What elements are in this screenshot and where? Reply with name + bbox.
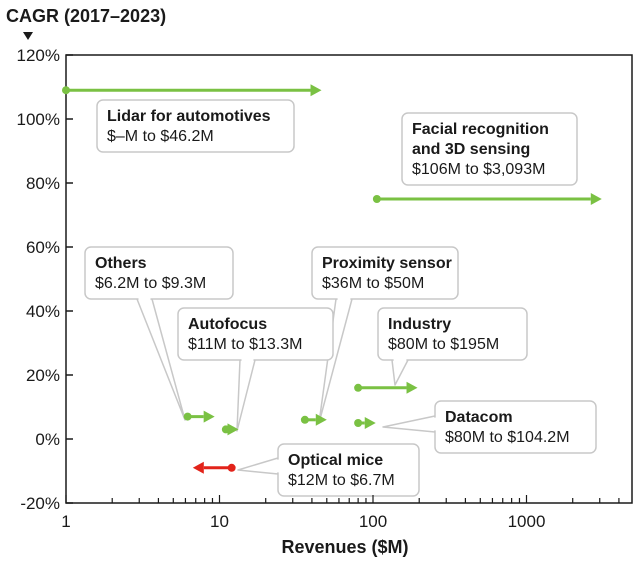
arrow-start-point — [354, 419, 363, 427]
arrow-facial-recognition-and-3d-sensing — [372, 193, 602, 205]
callout-title: Facial recognition — [412, 121, 549, 138]
callout-range: $36M to $50M — [322, 275, 424, 292]
y-tick-label: 40% — [26, 302, 60, 321]
callout-datacom: Datacom $80M to $104.2M — [433, 400, 597, 454]
callout-range: $6.2M to $9.3M — [95, 275, 206, 292]
callout-others: Others $6.2M to $9.3M — [84, 246, 234, 301]
callout-leader-datacom — [382, 415, 436, 433]
arrow-lidar-for-automotives — [62, 84, 322, 97]
arrow-start-point — [183, 412, 192, 421]
axes: -20% 0% 20% 40% 60% 80% 100% 120% 1 10 100 1000 — [17, 46, 633, 531]
arrow-start-point — [372, 195, 381, 203]
y-tick-label: 0% — [35, 430, 60, 449]
y-tick-label: 80% — [26, 174, 60, 193]
arrow-datacom — [354, 417, 376, 429]
callout-range: $11M to $13.3M — [188, 336, 302, 353]
callout-title: Proximity sensor — [322, 255, 452, 272]
arrow-head — [227, 423, 239, 436]
callout-boxes: Lidar for automotives $–M to $46.2M Facial… — [84, 99, 597, 497]
callout-autofocus: Autofocus $11M to $13.3M — [177, 307, 334, 362]
callout-leader-autofocus — [236, 359, 256, 432]
callout-range: $106M to $3,093M — [412, 161, 545, 178]
callout-industry: Industry $80M to $195M — [377, 307, 528, 362]
callout-leaders — [136, 298, 436, 475]
arrow-industry — [354, 381, 418, 394]
callout-lidar-for-automotives: Lidar for automotives $–M to $46.2M — [96, 99, 295, 153]
y-tick-label: 60% — [26, 238, 60, 257]
y-axis-title: CAGR (2017–2023) — [6, 6, 166, 26]
callout-title: Optical mice — [288, 452, 383, 469]
callout-facial-recognition-and-3d-sensing: Facial recognition and 3D sensing $106M to… — [401, 112, 578, 186]
arrow-head — [590, 193, 602, 205]
callout-range: $80M to $104.2M — [445, 429, 570, 446]
data-marks — [62, 84, 602, 474]
arrow-start-point — [354, 383, 363, 392]
callout-optical-mice: Optical mice $12M to $6.7M — [276, 443, 420, 497]
callout-title: and 3D sensing — [412, 141, 530, 158]
callout-range: $80M to $195M — [388, 336, 499, 353]
arrow-start-point — [62, 86, 70, 95]
callout-title: Industry — [388, 316, 451, 333]
arrow-start-point — [300, 415, 309, 424]
callout-box — [311, 246, 459, 300]
arrow-start-point — [227, 463, 236, 472]
y-axis-title-arrow-icon — [23, 32, 33, 40]
arrow-head — [192, 461, 204, 474]
arrow-head — [203, 410, 215, 423]
arrow-others — [183, 410, 215, 423]
x-tick-label: 1000 — [508, 512, 546, 531]
y-tick-label: 20% — [26, 366, 60, 385]
callout-box — [401, 112, 578, 186]
callout-box — [84, 246, 234, 300]
callout-leader-industry — [391, 359, 409, 386]
arrow-optical-mice — [192, 461, 236, 474]
arrow-proximity-sensor — [300, 413, 327, 426]
callout-box — [377, 307, 528, 361]
callout-range: $–M to $46.2M — [107, 128, 214, 145]
x-tick-label: 100 — [359, 512, 387, 531]
arrow-head — [310, 84, 322, 97]
callout-title: Others — [95, 255, 147, 272]
arrow-head — [364, 417, 376, 429]
callout-box — [96, 99, 295, 153]
callout-proximity-sensor: Proximity sensor $36M to $50M — [311, 246, 459, 301]
callout-title: Datacom — [445, 409, 513, 426]
x-tick-label: 1 — [61, 512, 70, 531]
y-tick-label: 100% — [17, 110, 60, 129]
callout-leader-optical-mice — [237, 457, 279, 475]
y-tick-label: 120% — [17, 46, 60, 65]
y-tick-label: -20% — [20, 494, 60, 513]
callout-title: Lidar for automotives — [107, 108, 271, 125]
arrow-autofocus — [221, 423, 239, 436]
callout-range: $12M to $6.7M — [288, 472, 395, 489]
callout-title: Autofocus — [188, 316, 267, 333]
x-tick-label: 10 — [210, 512, 229, 531]
callout-box — [177, 307, 334, 361]
x-axis-title: Revenues ($M) — [281, 537, 408, 557]
arrow-head — [406, 381, 418, 394]
arrow-start-point — [221, 425, 230, 434]
arrow-head — [315, 413, 327, 426]
